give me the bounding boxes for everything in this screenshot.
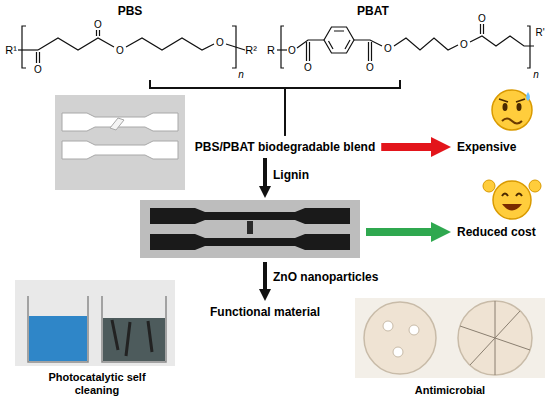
cost-label: Expensive — [455, 138, 518, 156]
face — [493, 181, 531, 219]
structure-atom: R¹ — [5, 44, 17, 56]
lignin-specimen-photo — [140, 200, 360, 258]
structure-atom: O — [478, 13, 486, 24]
structure-atom: O — [94, 19, 102, 30]
structure-atom: O — [288, 45, 296, 56]
structure-atom: O — [366, 62, 374, 73]
node-text: PBS — [7, 4, 253, 18]
connector — [381, 143, 431, 151]
structure-atom: R — [267, 44, 275, 56]
structure-atom: O — [34, 64, 42, 75]
mouth — [502, 204, 522, 211]
node-text: PBS/PBAT biodegradable blend — [195, 140, 375, 154]
pbs-structure — [18, 26, 245, 68]
cost-arrow — [366, 228, 431, 236]
specimen-fragment — [247, 221, 253, 234]
photo-caption: Photocatalytic self cleaning — [45, 369, 149, 399]
connector — [285, 80, 400, 136]
bracket — [281, 26, 284, 68]
photo-ground — [355, 298, 545, 378]
happy-emoji — [483, 180, 541, 219]
bond — [126, 38, 214, 50]
specimen — [62, 141, 178, 159]
bond — [394, 38, 458, 50]
node-text: Antimicrobial — [415, 384, 485, 397]
petri-dish — [364, 302, 436, 374]
structure-atom: R² — [245, 44, 257, 56]
structure-atom: n — [533, 69, 539, 80]
petri-dish-photo — [355, 298, 545, 378]
material-label: PBS/PBAT biodegradable blend — [193, 138, 377, 156]
photo-ground — [55, 95, 185, 190]
pbat-structure — [277, 24, 534, 68]
bond — [297, 40, 324, 48]
eyebrow — [499, 99, 525, 102]
structure-atom: O — [304, 62, 312, 73]
eye — [502, 194, 522, 197]
process-label: ZnO nanoparticles — [273, 271, 378, 284]
sweat-drop — [526, 92, 530, 101]
process-arrow — [263, 158, 267, 186]
node-text: Photocatalytic self cleaning — [47, 371, 147, 397]
sample-disc — [393, 347, 403, 357]
photo-ground — [15, 280, 175, 366]
sample-disc — [409, 325, 419, 335]
node-text: PBAT — [357, 4, 543, 18]
white-specimen-photo — [55, 95, 185, 190]
node-text: Functional material — [210, 305, 320, 319]
bond — [226, 44, 245, 50]
dye-solution — [103, 318, 165, 361]
fist — [529, 180, 541, 192]
dye-solution — [29, 316, 87, 361]
specimen — [62, 113, 178, 131]
connector — [150, 80, 285, 136]
node-text: Reduced cost — [457, 225, 536, 239]
photo-caption: Antimicrobial — [413, 382, 487, 399]
photo-ground — [140, 200, 360, 258]
sample-disc — [383, 321, 393, 331]
beaker-photo — [15, 280, 175, 366]
eye — [503, 103, 508, 111]
bond — [329, 31, 351, 49]
specimen — [150, 234, 350, 250]
fist — [483, 180, 495, 192]
process-label: Lignin — [273, 169, 309, 182]
bond — [369, 42, 372, 61]
cost-label: Reduced cost — [455, 223, 538, 241]
bond — [37, 52, 40, 63]
bond — [307, 42, 310, 61]
bracket — [22, 26, 26, 68]
beaker — [28, 296, 88, 362]
structure-atom: O — [216, 37, 224, 48]
bond — [481, 24, 484, 34]
benzene-ring — [324, 27, 354, 53]
sector-line — [460, 301, 530, 375]
structure-atom: O — [116, 45, 124, 56]
mouth — [502, 119, 522, 124]
structure-atom: O — [460, 39, 468, 50]
structure-atom: O — [384, 43, 392, 54]
structure-atom: n — [238, 69, 244, 80]
bond — [277, 49, 287, 50]
bond — [18, 49, 38, 50]
process-arrow — [263, 262, 267, 289]
bond — [470, 36, 534, 46]
face — [492, 90, 532, 130]
petri-dish — [458, 301, 532, 375]
specimen-fragment — [110, 118, 124, 130]
bond — [38, 38, 114, 50]
structure-atom: R' — [535, 27, 544, 38]
worried-emoji — [492, 90, 532, 130]
bond — [97, 30, 100, 36]
specimen-strip — [112, 320, 152, 356]
material-label: Functional material — [208, 303, 322, 321]
beaker — [102, 296, 166, 362]
eye — [517, 103, 522, 111]
bracket — [527, 26, 530, 68]
node-text: Expensive — [457, 140, 516, 154]
